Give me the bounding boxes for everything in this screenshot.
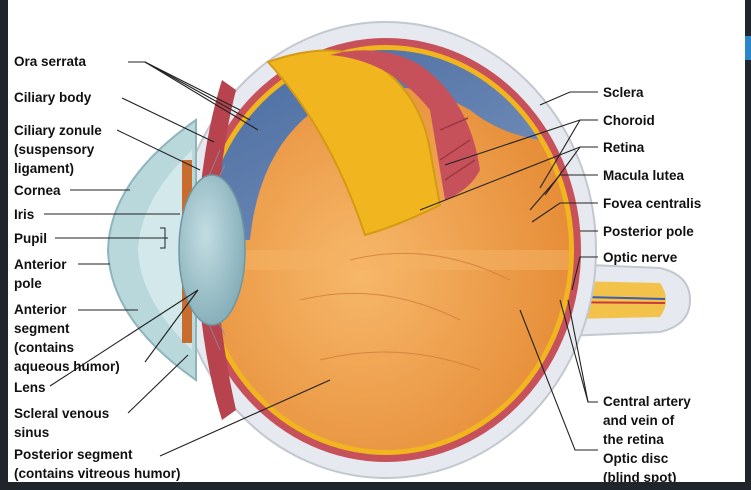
anterior-chamber	[138, 150, 192, 350]
right-frame-border	[745, 0, 751, 490]
label-ciliary-zonule: Ciliary zonule (suspensory ligament)	[14, 121, 102, 178]
label-posterior-segment-line2: (contains vitreous humor)	[14, 466, 181, 481]
label-ciliary-zonule-line2: (suspensory	[14, 142, 95, 157]
label-lens: Lens	[14, 380, 46, 395]
label-scleral-venous-sinus-line2: sinus	[14, 425, 50, 440]
label-optic-nerve: Optic nerve	[603, 250, 678, 265]
lens	[178, 174, 246, 326]
label-central-artery-vein: Central artery and vein of the retina	[603, 392, 691, 449]
right-frame-accent	[745, 36, 751, 60]
label-ora-serrata: Ora serrata	[14, 54, 87, 69]
leader-lines	[44, 61, 598, 457]
label-anterior-pole: Anterior pole	[14, 255, 67, 293]
label-anterior-segment-line1: Anterior	[14, 302, 67, 317]
label-optic-disc-line1: Optic disc	[603, 451, 669, 466]
label-central-artery-line3: the retina	[603, 432, 664, 447]
label-macula-lutea: Macula lutea	[603, 168, 685, 183]
label-retina: Retina	[603, 140, 645, 155]
bottom-frame-border	[0, 482, 751, 490]
label-anterior-segment-line3: (contains	[14, 340, 75, 355]
left-frame-border	[0, 0, 8, 490]
label-cornea: Cornea	[14, 183, 61, 198]
label-pupil: Pupil	[14, 231, 47, 246]
label-fovea-centralis: Fovea centralis	[603, 196, 702, 211]
label-sclera: Sclera	[603, 85, 644, 100]
label-posterior-segment: Posterior segment (contains vitreous hum…	[14, 445, 181, 483]
label-ciliary-body: Ciliary body	[14, 90, 92, 105]
label-posterior-pole: Posterior pole	[603, 224, 694, 239]
eye-cross-section	[44, 21, 692, 479]
label-central-artery-line1: Central artery	[603, 394, 691, 409]
label-ciliary-zonule-line3: ligament)	[14, 161, 75, 176]
vitreous-vessels	[299, 252, 511, 371]
label-anterior-segment-line2: segment	[14, 321, 70, 336]
label-ciliary-zonule-line1: Ciliary zonule	[14, 123, 102, 138]
label-posterior-segment-line1: Posterior segment	[14, 447, 133, 462]
label-optic-disc-line2: (blind spot)	[603, 470, 677, 485]
label-anterior-pole-line1: Anterior	[14, 257, 67, 272]
label-central-artery-line2: and vein of	[603, 413, 675, 428]
label-choroid: Choroid	[603, 113, 655, 128]
label-anterior-pole-line2: pole	[14, 276, 42, 291]
label-anterior-segment-line4: aqueous humor)	[14, 359, 120, 374]
retina-flap	[266, 49, 480, 237]
label-scleral-venous-sinus: Scleral venous sinus	[14, 404, 109, 442]
label-iris: Iris	[14, 207, 35, 222]
label-scleral-venous-sinus-line1: Scleral venous	[14, 406, 110, 421]
label-anterior-segment: Anterior segment (contains aqueous humor…	[14, 300, 120, 376]
label-optic-disc: Optic disc (blind spot)	[603, 449, 676, 487]
pupil-bracket	[160, 227, 166, 249]
